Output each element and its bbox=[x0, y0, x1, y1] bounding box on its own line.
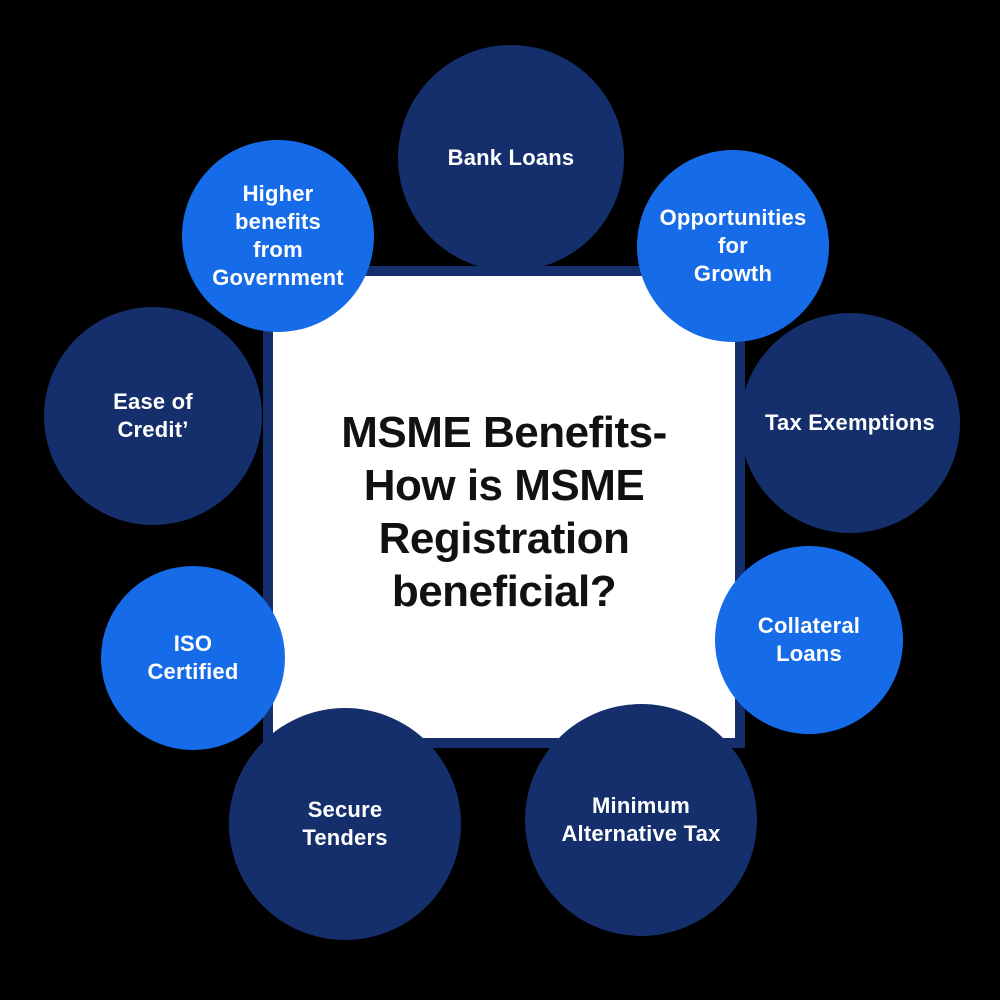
benefit-label-bank-loans: Bank Loans bbox=[448, 144, 575, 172]
label-line: for bbox=[718, 233, 748, 258]
label-line: ISO bbox=[173, 631, 213, 656]
label-line: Minimum bbox=[592, 793, 690, 818]
title-line: How is MSME bbox=[363, 461, 645, 510]
label-line: Loans bbox=[776, 641, 842, 666]
label-line: Higher bbox=[242, 181, 314, 206]
title-line: beneficial? bbox=[391, 567, 617, 616]
title-line: MSME Benefits- bbox=[341, 408, 667, 457]
label-line: Growth bbox=[693, 261, 773, 286]
benefit-label-higher-benefits-from-government: Higher benefits from Government bbox=[212, 180, 344, 292]
label-line: Credit’ bbox=[117, 417, 189, 442]
label-line: Government bbox=[212, 265, 344, 290]
label-line: Certified bbox=[147, 659, 239, 684]
label-line: Tax Exemptions bbox=[765, 410, 935, 435]
benefit-circle-iso-certified: ISO Certified bbox=[101, 566, 285, 750]
benefit-label-minimum-alternative-tax: Minimum Alternative Tax bbox=[561, 792, 720, 848]
label-line: Ease of bbox=[113, 389, 193, 414]
label-line: Collateral bbox=[757, 613, 861, 638]
benefit-label-tax-exemptions: Tax Exemptions bbox=[765, 409, 935, 437]
benefit-circle-higher-benefits-from-government: Higher benefits from Government bbox=[182, 140, 374, 332]
benefit-circle-tax-exemptions: Tax Exemptions bbox=[740, 313, 960, 533]
label-line: Opportunities bbox=[659, 205, 807, 230]
benefit-label-opportunities-for-growth: Opportunities for Growth bbox=[660, 204, 807, 288]
benefit-circle-opportunities-for-growth: Opportunities for Growth bbox=[637, 150, 829, 342]
benefit-circle-ease-of-credit: Ease of Credit’ bbox=[44, 307, 262, 525]
benefit-circle-minimum-alternative-tax: Minimum Alternative Tax bbox=[525, 704, 757, 936]
label-line: benefits bbox=[235, 209, 321, 234]
title-line: Registration bbox=[378, 514, 630, 563]
label-line: Tenders bbox=[302, 825, 388, 850]
benefit-circle-collateral-loans: Collateral Loans bbox=[715, 546, 903, 734]
benefit-label-iso-certified: ISO Certified bbox=[147, 630, 238, 686]
label-line: Secure bbox=[307, 797, 383, 822]
label-line: from bbox=[253, 237, 303, 262]
benefit-circle-bank-loans: Bank Loans bbox=[398, 45, 624, 271]
benefit-circle-secure-tenders: Secure Tenders bbox=[229, 708, 461, 940]
diagram-title: MSME Benefits- How is MSME Registration … bbox=[341, 396, 667, 618]
label-line: Bank Loans bbox=[447, 145, 575, 170]
benefit-label-secure-tenders: Secure Tenders bbox=[302, 796, 387, 852]
center-card: MSME Benefits- How is MSME Registration … bbox=[263, 266, 745, 748]
benefit-label-collateral-loans: Collateral Loans bbox=[758, 612, 860, 668]
label-line: Alternative Tax bbox=[561, 821, 721, 846]
benefit-label-ease-of-credit: Ease of Credit’ bbox=[113, 388, 193, 444]
